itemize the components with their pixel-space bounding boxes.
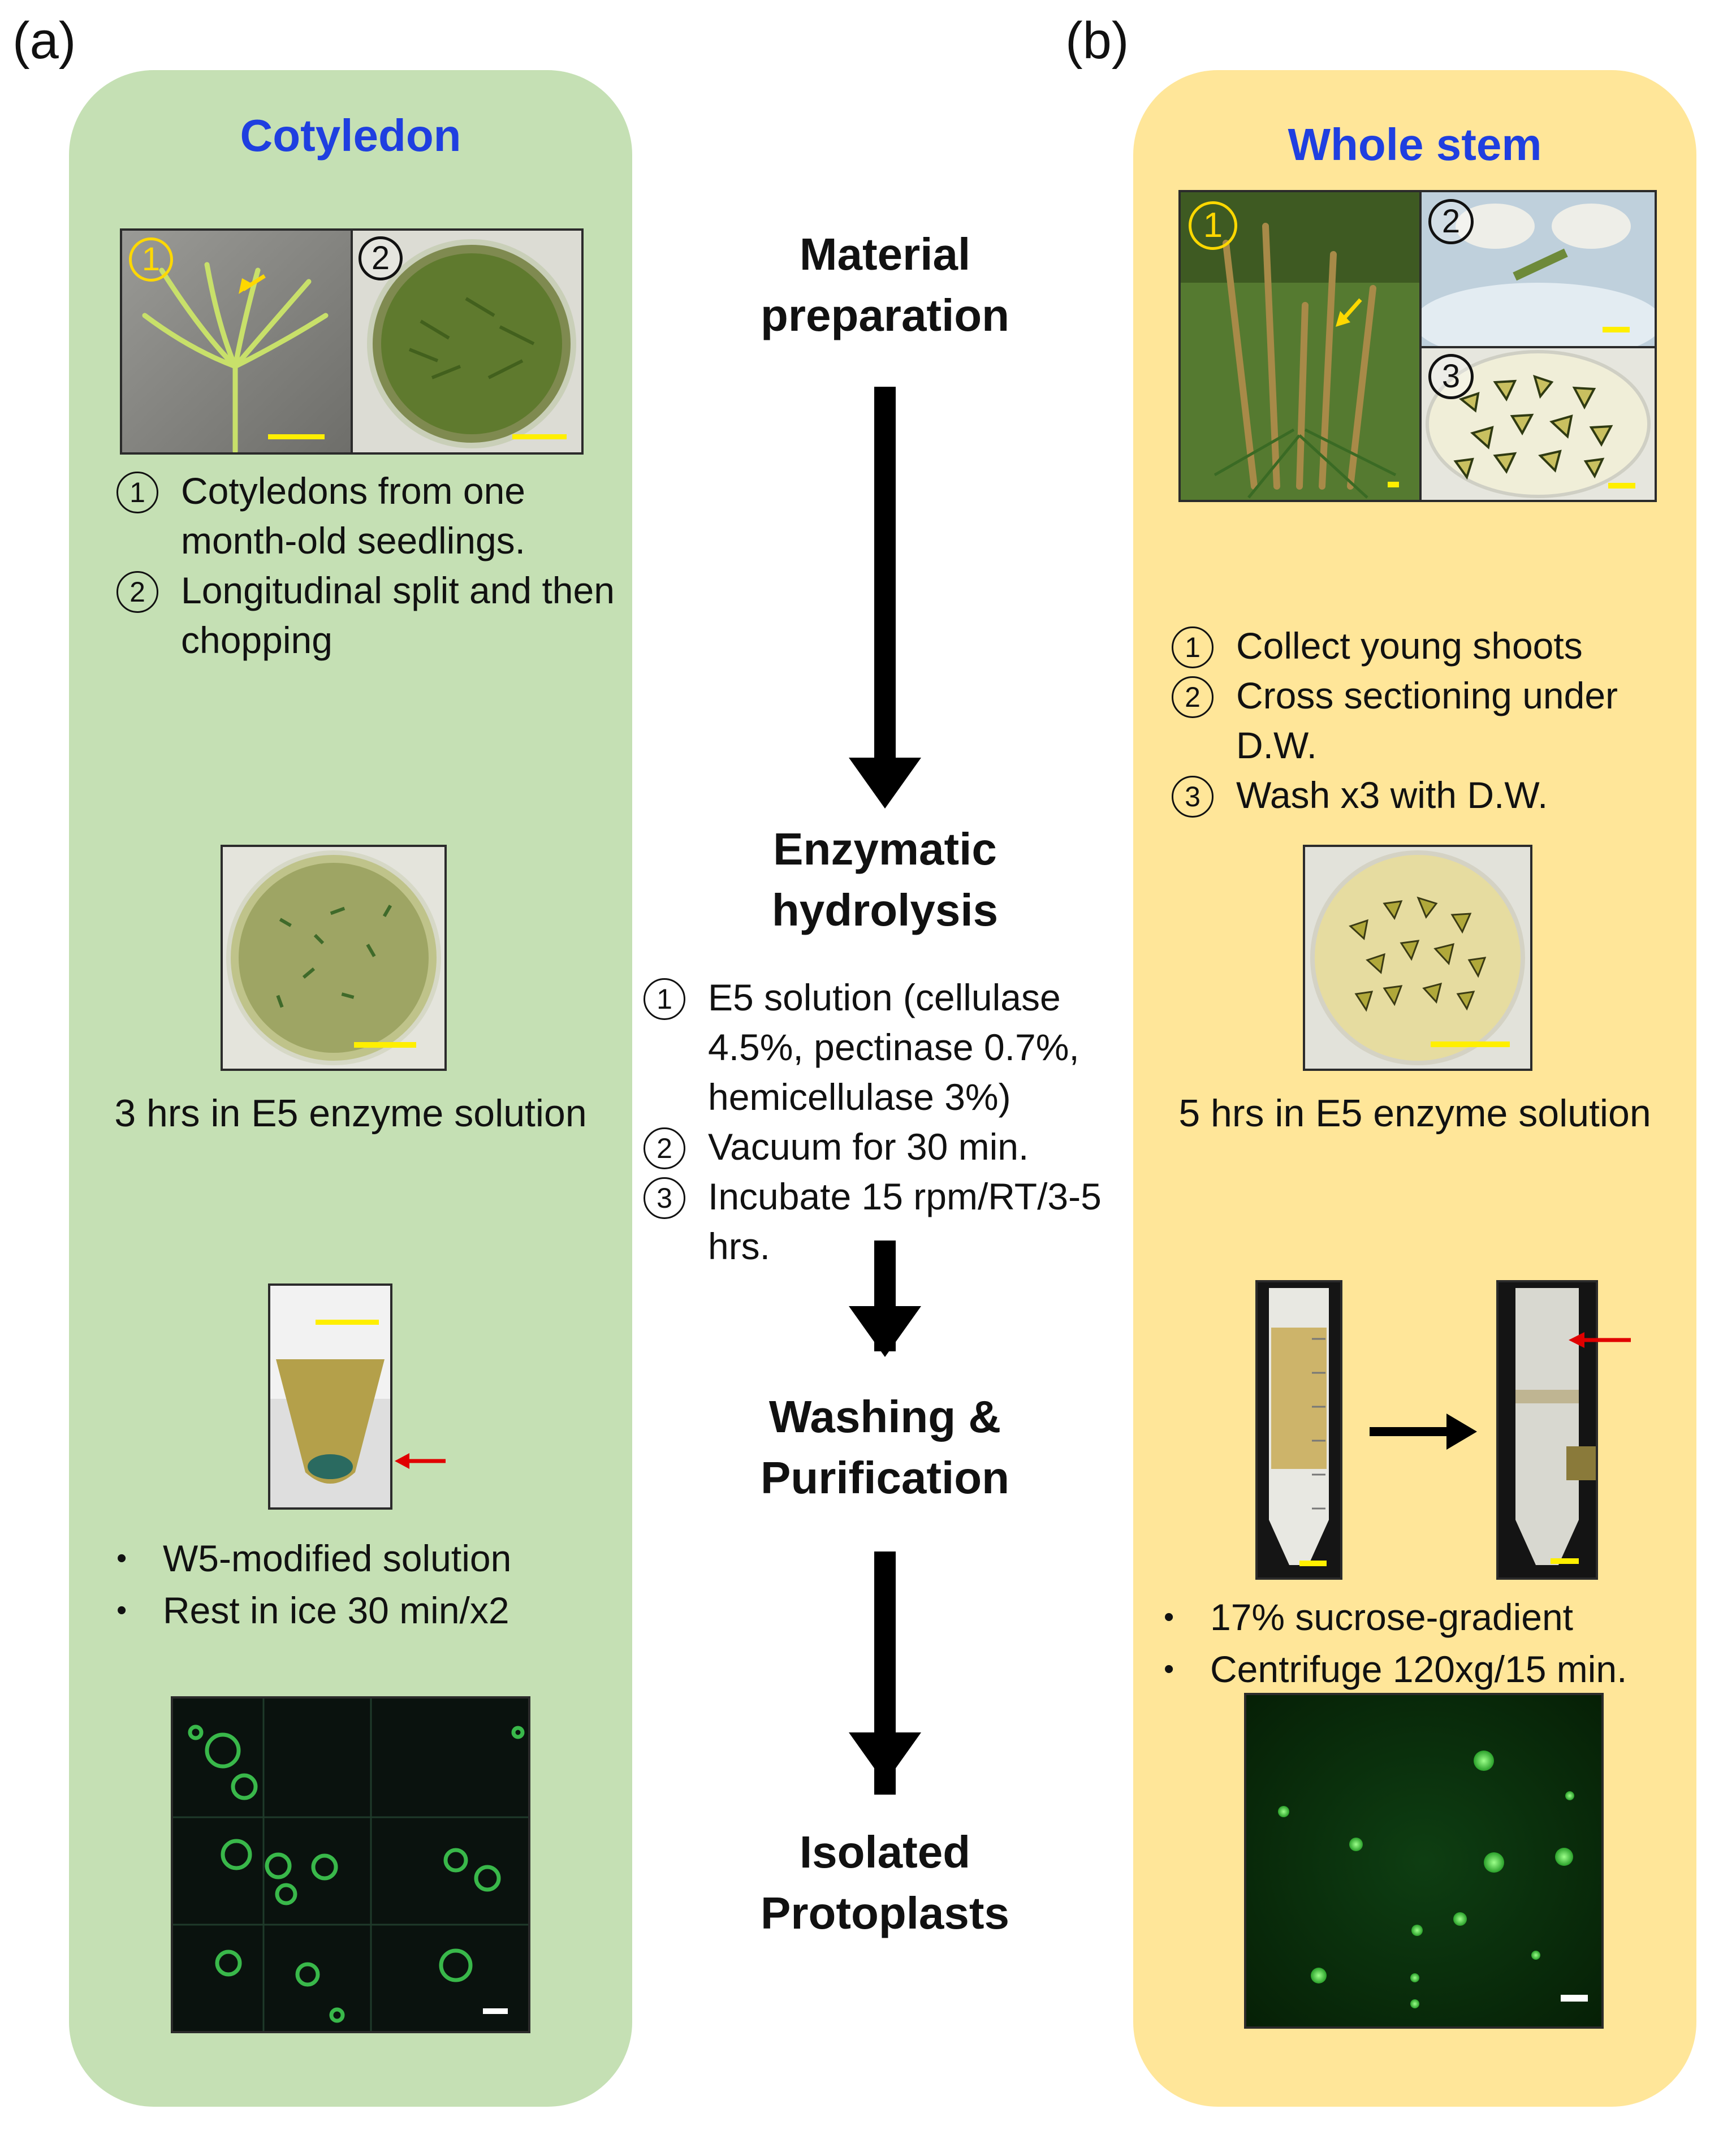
flow-arrow-1-head — [849, 758, 921, 809]
panel-a-cotyledon: Cotyledon 1 — [69, 70, 632, 2107]
wash-bullet-1: 17% sucrose-gradient — [1156, 1591, 1687, 1643]
step-number-1: 1 — [1172, 626, 1214, 668]
enzymatic-step-3-text: Incubate 15 rpm/RT/3-5 hrs. — [708, 1175, 1102, 1267]
young-shoots-photo: 1 — [1178, 190, 1422, 502]
wash-bullet-2: Centrifuge 120xg/15 min. — [1156, 1643, 1687, 1695]
protoplast-micrograph-a — [173, 1699, 528, 2031]
enzymatic-step-1: 1 E5 solution (cellulase 4.5%, pectinase… — [644, 973, 1141, 1122]
enzymatic-step-2-text: Vacuum for 30 min. — [708, 1126, 1029, 1168]
prep-step-1-text: Collect young shoots — [1236, 625, 1583, 667]
photo-marker-2: 2 — [359, 236, 403, 280]
enzyme-dish-photo — [221, 845, 447, 1071]
tube-before-gradient-photo — [1255, 1280, 1342, 1580]
chopped-cotyledon-dish-photo: 2 — [351, 228, 584, 455]
tube-before-illustration — [1258, 1282, 1340, 1578]
panel-b-letter: (b) — [1065, 12, 1129, 70]
stage-isolated-protoplasts: Isolated Protoplasts — [760, 1827, 1010, 1938]
prep-step-3-text: Wash x3 with D.W. — [1236, 774, 1548, 816]
cotyledon-seedling-photo: 1 — [120, 228, 353, 455]
step-number-3: 3 — [1172, 776, 1214, 818]
prep-step-2: 2 Cross sectioning under D.W. — [1172, 671, 1681, 770]
panel-a-letter: (a) — [12, 12, 76, 70]
stem-protoplast-fluorescence — [1244, 1693, 1604, 2029]
prep-step-2-text: Cross sectioning under D.W. — [1236, 675, 1618, 766]
stage-washing-purification: Washing & Purification — [760, 1391, 1010, 1503]
protoplast-micrograph-b — [1246, 1695, 1601, 2026]
panel-b-wash-bullets: 17% sucrose-gradient Centrifuge 120xg/15… — [1156, 1591, 1687, 1695]
enzyme-dish-illustration — [223, 847, 444, 1069]
flow-arrow-1-shaft — [874, 387, 896, 763]
red-arrow-icon — [1569, 1332, 1631, 1348]
photo-marker-1: 1 — [1189, 201, 1237, 250]
step-number-2: 2 — [116, 571, 158, 613]
panel-b-whole-stem: Whole stem 1 — [1133, 70, 1696, 2107]
photo-marker-3: 3 — [1428, 354, 1474, 399]
panel-a-wash-bullets: W5-modified solution Rest in ice 30 min/… — [109, 1532, 617, 1636]
tube-after-gradient-photo — [1496, 1280, 1598, 1580]
prep-step-1-text: Cotyledons from one month-old seedlings. — [181, 470, 526, 561]
panel-b-prep-steps: 1 Collect young shoots 2 Cross sectionin… — [1172, 621, 1681, 820]
wash-bullet-1: W5-modified solution — [109, 1532, 617, 1584]
stage-material-preparation: Material preparation — [760, 229, 1010, 340]
step-number-2: 2 — [1172, 676, 1214, 718]
prep-step-1: 1 Collect young shoots — [1172, 621, 1681, 671]
panel-b-title: Whole stem — [1288, 119, 1542, 170]
stage-enzymatic-hydrolysis: Enzymatic hydrolysis — [771, 824, 999, 935]
wash-bullet-2: Rest in ice 30 min/x2 — [109, 1584, 617, 1636]
cross-sectioning-photo: 2 — [1419, 190, 1657, 348]
prep-step-1: 1 Cotyledons from one month-old seedling… — [116, 466, 625, 565]
panel-a-prep-steps: 1 Cotyledons from one month-old seedling… — [116, 466, 625, 665]
step-number-2: 2 — [644, 1127, 685, 1169]
step-number-3: 3 — [644, 1177, 685, 1219]
step-number-1: 1 — [644, 978, 685, 1020]
washed-tube-photo — [268, 1283, 392, 1510]
washed-sections-photo: 3 — [1419, 346, 1657, 502]
prep-step-2: 2 Longitudinal split and then chopping — [116, 565, 625, 665]
tube-after-illustration — [1499, 1282, 1596, 1578]
prep-step-3: 3 Wash x3 with D.W. — [1172, 770, 1681, 820]
panel-a-enzyme-caption: 3 hrs in E5 enzyme solution — [114, 1092, 587, 1135]
enzymatic-step-2: 2 Vacuum for 30 min. — [644, 1122, 1141, 1172]
enzyme-dish-photo — [1303, 845, 1532, 1071]
enzymatic-steps: 1 E5 solution (cellulase 4.5%, pectinase… — [644, 973, 1141, 1271]
cotyledon-protoplast-fluorescence — [171, 1696, 530, 2033]
flow-arrow-2-head — [849, 1306, 921, 1357]
flow-arrow-3-head — [849, 1732, 921, 1783]
tube-illustration — [270, 1286, 390, 1507]
enzymatic-step-3: 3 Incubate 15 rpm/RT/3-5 hrs. — [644, 1172, 1141, 1271]
photo-marker-2: 2 — [1428, 199, 1474, 244]
prep-step-2-text: Longitudinal split and then chopping — [181, 569, 615, 661]
panel-a-title: Cotyledon — [240, 110, 461, 161]
step-number-1: 1 — [116, 472, 158, 513]
photo-marker-1: 1 — [129, 237, 173, 282]
panel-b-enzyme-caption: 5 hrs in E5 enzyme solution — [1178, 1092, 1651, 1135]
process-arrow-icon — [1370, 1414, 1477, 1450]
enzymatic-step-1-text: E5 solution (cellulase 4.5%, pectinase 0… — [708, 976, 1079, 1118]
red-arrow-icon — [395, 1453, 446, 1469]
enzyme-dish-b-illustration — [1305, 847, 1530, 1069]
